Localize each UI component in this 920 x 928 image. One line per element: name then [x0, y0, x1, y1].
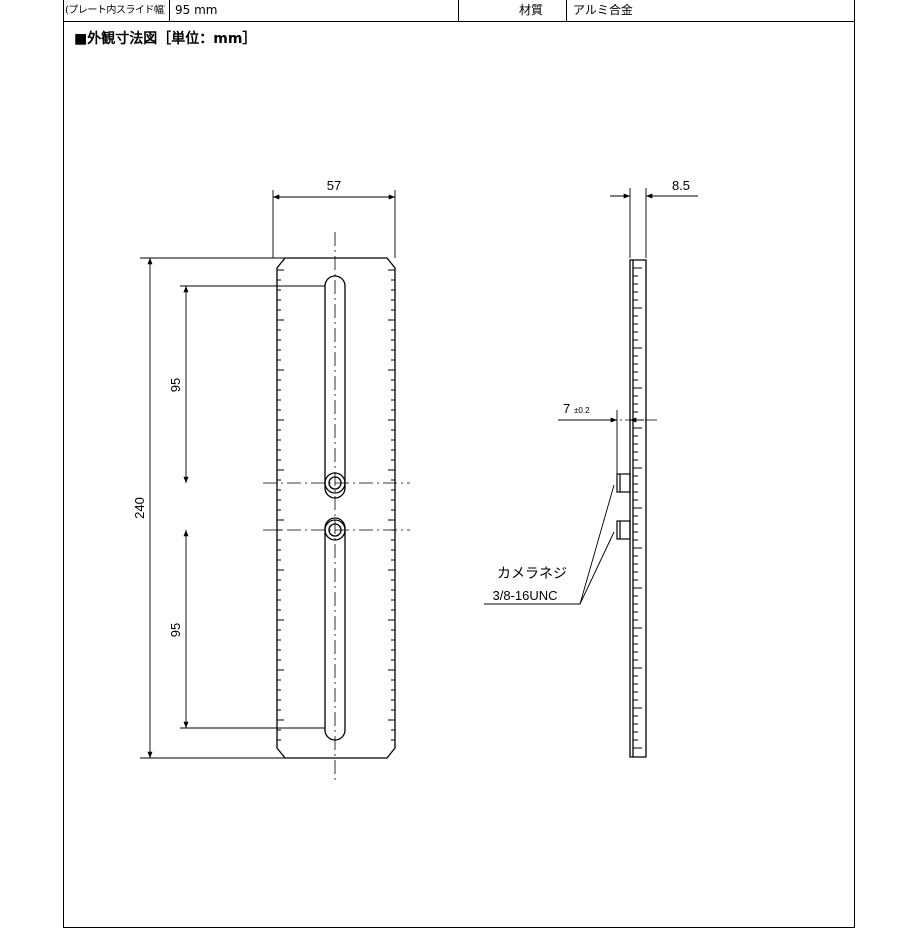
side-screw-lower — [616, 520, 631, 540]
callout-line-2: 3/8-16UNC — [492, 588, 557, 603]
slide-lower-label: 95 — [168, 623, 183, 637]
screw-tolerance-label: ±0.2 — [574, 406, 590, 415]
height-dimension — [140, 257, 285, 759]
width-label: 57 — [327, 178, 341, 193]
slide-upper-label: 95 — [168, 378, 183, 392]
spec-table-row: (プレート内スライド幅) 95 mm 材質 アルミ合金 — [63, 0, 855, 22]
slide-width-label: (プレート内スライド幅) — [65, 5, 165, 16]
front-view-plate — [276, 257, 396, 759]
slide-width-value: 95 mm — [175, 3, 218, 17]
front-scale-ticks — [277, 269, 395, 741]
cell-divider — [458, 0, 459, 21]
height-label: 240 — [132, 497, 147, 519]
slide-dimension-upper — [180, 285, 325, 483]
callout-leader — [484, 484, 615, 605]
slide-dimension-lower — [180, 530, 325, 729]
cell-divider — [169, 0, 170, 21]
width-dimension — [272, 190, 396, 258]
cell-divider — [566, 0, 567, 21]
thickness-dimension — [610, 188, 698, 258]
material-value: アルミ合金 — [573, 3, 633, 17]
material-label: 材質 — [518, 3, 543, 17]
thickness-label: 8.5 — [672, 178, 690, 193]
screw-length-dimension — [558, 410, 644, 474]
screw-length-label: 7 — [563, 401, 570, 416]
section-title: ■外観寸法図［単位：mm］ — [74, 31, 257, 47]
side-screw-upper — [616, 473, 631, 493]
side-scale-ticks — [633, 267, 642, 749]
callout-line-1: カメラネジ — [497, 565, 567, 581]
